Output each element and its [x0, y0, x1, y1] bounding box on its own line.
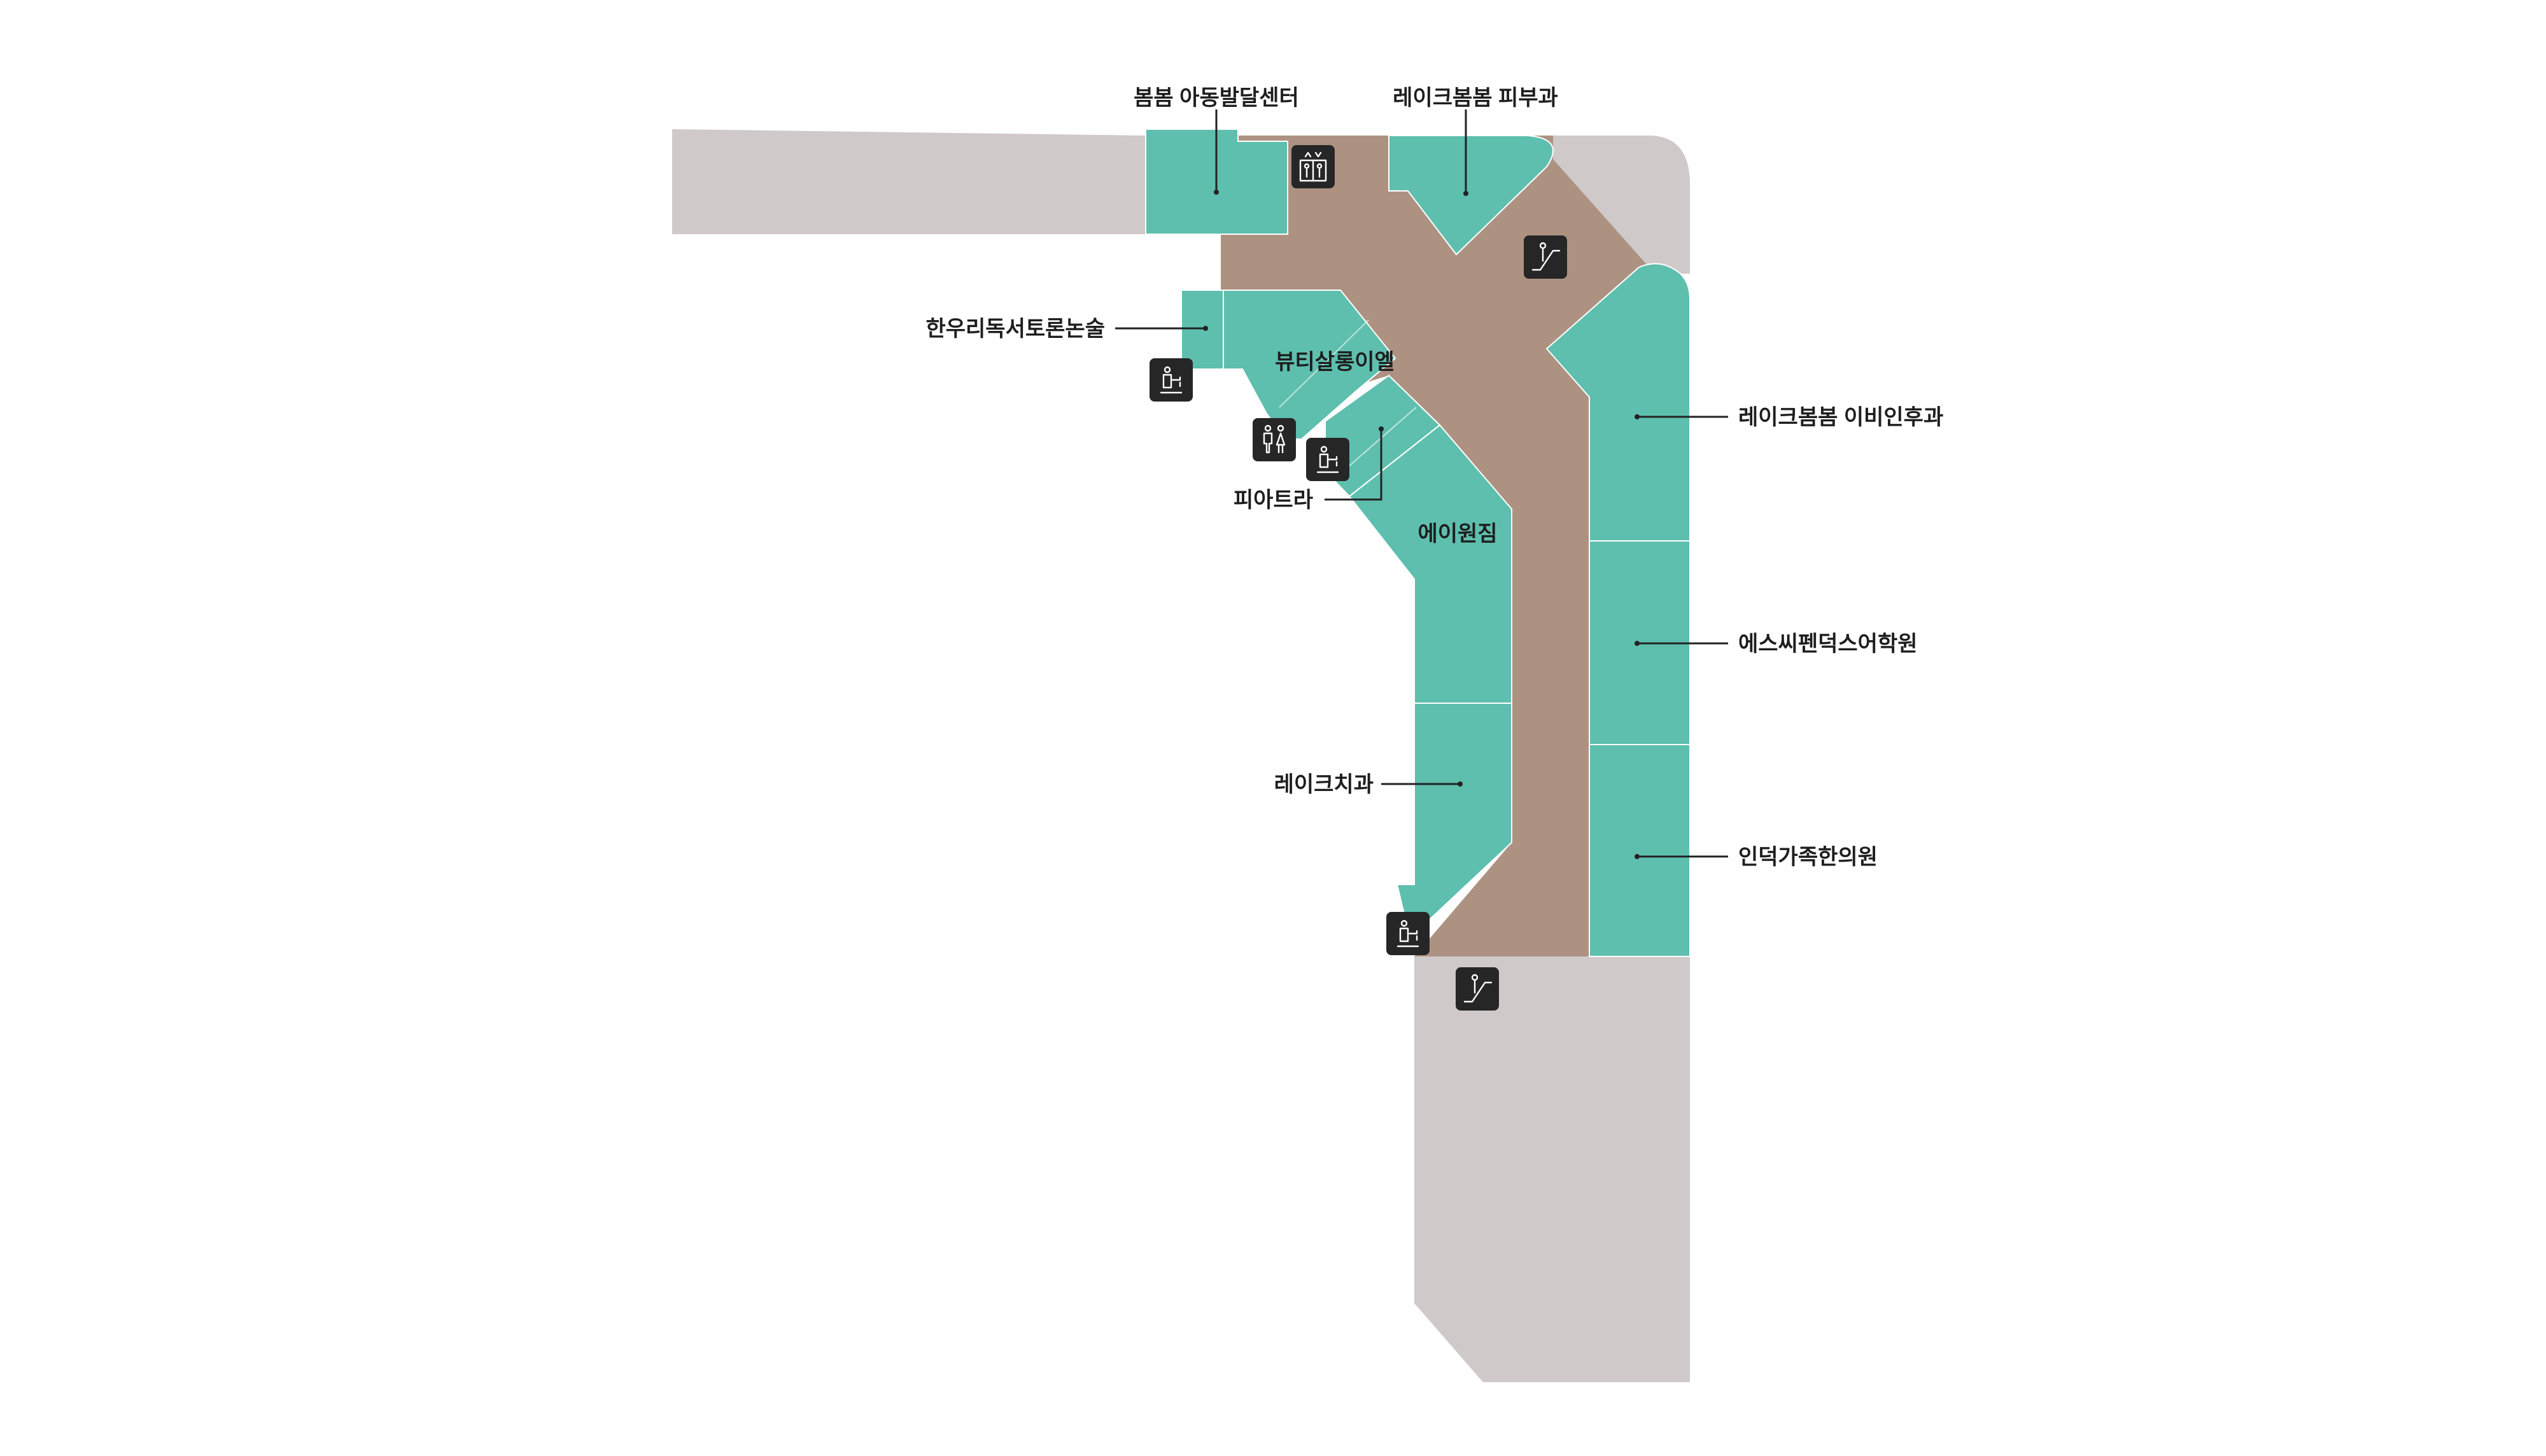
label-dental: 에스씨펜덕스어학원: [1738, 632, 1918, 656]
label-piatra: 피아트라: [1234, 488, 1313, 512]
leader-dot: [1203, 326, 1208, 331]
northeast-corner-area: [1540, 136, 1690, 274]
restroom-icon[interactable]: [1253, 418, 1296, 461]
leader-dot: [1635, 414, 1640, 419]
main-corridor: [1221, 136, 1655, 956]
label-lake-derm: 레이크봄봄 피부과: [1393, 86, 1558, 110]
elevator-icon[interactable]: [1291, 145, 1335, 188]
escalator-icon[interactable]: [1524, 235, 1567, 279]
unit-divider: [1339, 407, 1417, 475]
leader-dot: [1463, 191, 1468, 196]
store-hanwoori[interactable]: [1181, 290, 1224, 370]
unit-divider: [1349, 424, 1440, 497]
leader-dot: [1635, 854, 1640, 859]
store-ent[interactable]: [1545, 263, 1691, 542]
label-beauty: 뷰티살롱이엘: [1275, 350, 1395, 374]
label-agym: 에이원짐: [1417, 522, 1497, 546]
water-station-icon[interactable]: [1150, 358, 1193, 402]
water-station-icon[interactable]: [1306, 438, 1349, 481]
escalator-icon[interactable]: [1456, 967, 1499, 1011]
water-station-icon[interactable]: [1386, 912, 1430, 955]
store-lake-derm[interactable]: [1388, 135, 1554, 256]
leader-dot: [1214, 190, 1219, 195]
west-wing-area: [672, 129, 1146, 234]
label-bombom-child: 봄봄 아동발달센터: [1134, 86, 1299, 110]
leader-piatra: [1325, 430, 1382, 501]
label-scipen: 레이크치과: [1274, 773, 1374, 797]
leader-dot: [1379, 426, 1384, 431]
leader-dot: [1635, 641, 1640, 646]
store-indeok[interactable]: [1589, 744, 1691, 957]
label-ent: 레이크봄봄 이비인후과: [1738, 405, 1943, 430]
label-indeok: 인덕가족한의원: [1738, 845, 1878, 869]
label-hanwoori: 한우리독서토론논술: [925, 317, 1105, 341]
unit-divider: [1279, 319, 1369, 408]
leader-dot: [1458, 781, 1463, 787]
south-wing-area: [1414, 956, 1690, 1382]
